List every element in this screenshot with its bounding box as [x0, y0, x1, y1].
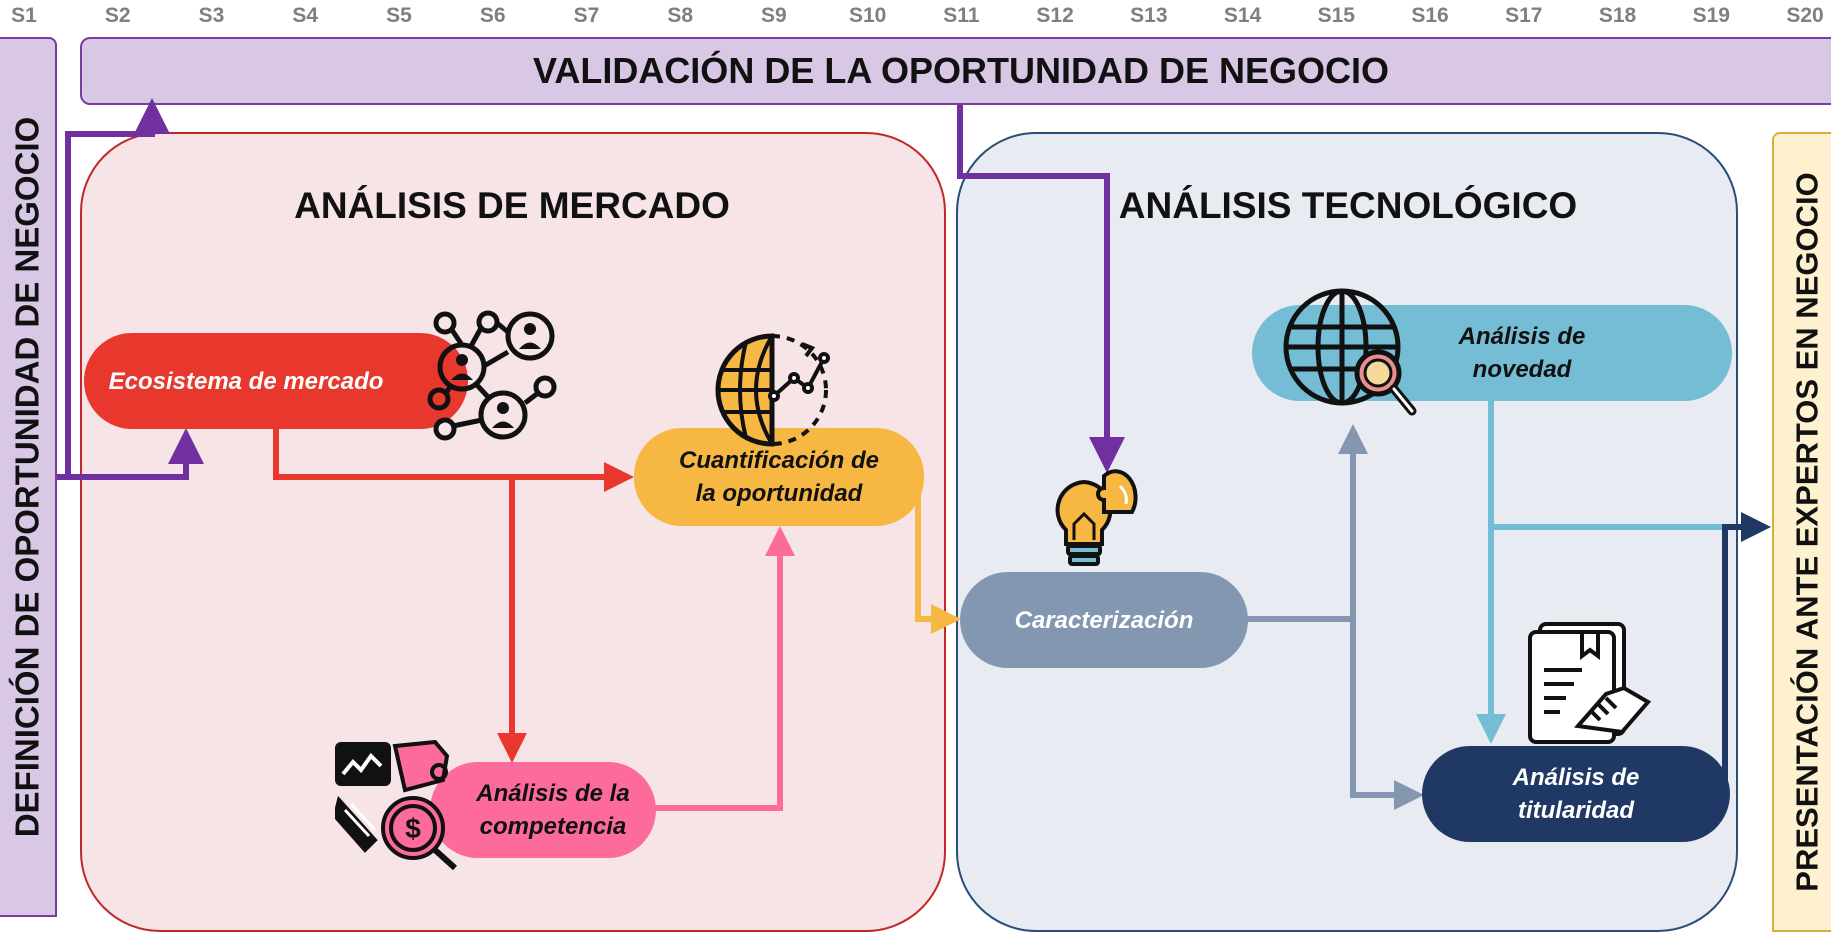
validation-banner: VALIDACIÓN DE LA OPORTUNIDAD DE NEGOCIO	[80, 37, 1831, 105]
week-label: S16	[1411, 4, 1449, 27]
quantification-label-line1: Cuantificación de	[678, 447, 880, 474]
week-label: S12	[1036, 4, 1074, 27]
svg-text:$: $	[405, 813, 421, 844]
week-label: S13	[1130, 4, 1168, 27]
ownership-label-line2: titularidad	[1517, 797, 1634, 824]
week-label: S7	[573, 4, 600, 27]
week-label: S11	[943, 4, 980, 27]
arrow-validation-to-characterization	[957, 105, 1125, 473]
arrow-definition-to-ecosystem	[60, 428, 204, 480]
arrow-quantification-to-characterization	[915, 478, 961, 634]
arrow-competition-to-quantification	[655, 526, 795, 811]
novelty-label-line2: novedad	[1472, 356, 1572, 383]
week-label: S5	[386, 4, 412, 27]
competition-label-line1: Análisis de la	[476, 780, 630, 807]
characterization-label: Caracterización	[1014, 606, 1194, 634]
validation-title: VALIDACIÓN DE LA OPORTUNIDAD DE NEGOCIO	[532, 50, 1390, 91]
novelty-label-line1: Análisis de	[1458, 323, 1586, 350]
tech-analysis-title: ANÁLISIS TECNOLÓGICO	[1118, 185, 1578, 226]
week-header: S1 S2 S3 S4 S5 S6 S7 S8 S9 S10 S11 S12 S13 S14 S15 S16 S…	[0, 0, 1831, 32]
ownership-label-line1: Análisis de	[1512, 764, 1640, 791]
node-novelty: Análisis de novedad	[1252, 305, 1732, 401]
node-characterization: Caracterización	[960, 572, 1248, 668]
contract-handshake-icon	[1528, 622, 1652, 744]
week-label: S4	[292, 4, 319, 27]
arrow-ownership-to-presentation	[1722, 512, 1771, 790]
market-ecosystem-label: Ecosistema de mercado	[108, 367, 384, 395]
week-label: S2	[104, 4, 131, 27]
week-label: S20	[1786, 4, 1824, 27]
week-label: S1	[11, 4, 37, 27]
week-label: S14	[1223, 4, 1262, 27]
definition-bar: DEFINICIÓN DE OPORTUNIDAD DE NEGOCIO	[0, 37, 57, 917]
quantification-label-line2: la oportunidad	[695, 480, 863, 507]
week-label: S3	[198, 4, 225, 27]
competition-label-line2: competencia	[479, 813, 627, 840]
node-competition: Análisis de la competencia	[430, 762, 656, 858]
node-ownership: Análisis de titularidad	[1422, 746, 1730, 842]
week-label: S17	[1505, 4, 1543, 27]
presentation-bar: PRESENTACIÓN ANTE EXPERTOS EN NEGOCIO	[1772, 132, 1831, 932]
network-icon	[427, 310, 557, 441]
globe-chart-icon	[715, 333, 830, 447]
node-quantification: Cuantificación de la oportunidad	[634, 428, 924, 526]
lightbulb-puzzle-icon	[1055, 469, 1138, 566]
market-analysis-title: ANÁLISIS DE MERCADO	[294, 185, 730, 226]
week-label: S8	[667, 4, 693, 27]
week-label: S10	[848, 4, 887, 27]
node-market-ecosystem: Ecosistema de mercado	[84, 333, 468, 429]
arrow-characterization-to-novelty	[1245, 424, 1368, 622]
globe-magnifier-icon	[1283, 288, 1417, 416]
week-label: S15	[1317, 4, 1355, 27]
week-label: S9	[761, 4, 787, 27]
arrow-characterization-to-ownership	[1350, 619, 1424, 810]
competition-money-icon: $	[335, 740, 458, 870]
week-label: S18	[1598, 4, 1637, 27]
week-label: S6	[479, 4, 506, 27]
week-label: S19	[1692, 4, 1730, 27]
